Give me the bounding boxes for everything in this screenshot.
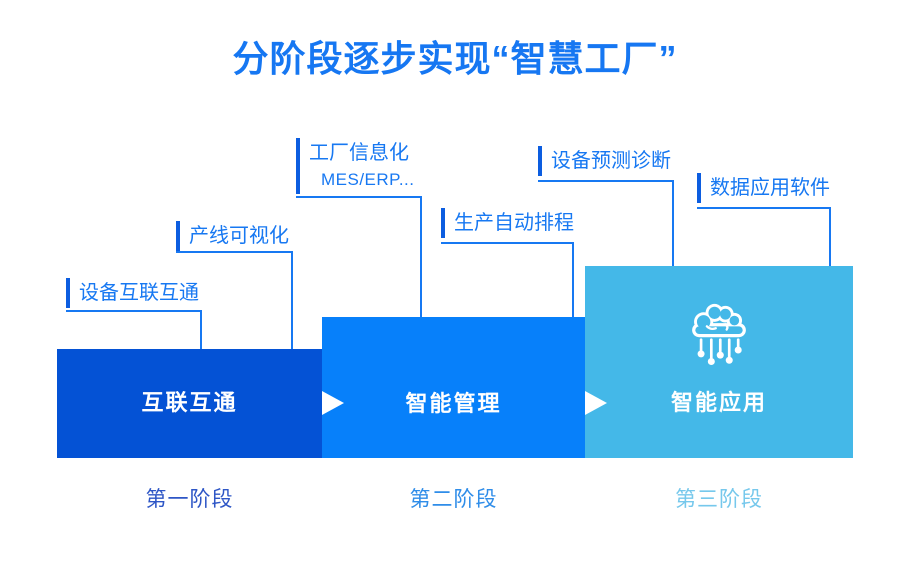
callout-connector-line <box>420 198 422 317</box>
arrow-right-icon <box>322 391 344 415</box>
stage-name: 智能管理 <box>405 391 502 416</box>
callout-label: 设备互联互通 <box>79 282 199 304</box>
callout-device-interconnection: 设备互联互通 <box>66 278 202 349</box>
accent-bar <box>538 146 542 176</box>
phase-label-2: 第二阶段 <box>409 488 498 511</box>
accent-bar <box>697 173 701 203</box>
callout-underline <box>296 196 422 198</box>
callout-underline <box>538 180 674 182</box>
callout-connector-line <box>829 209 831 266</box>
stage-name: 互联互通 <box>141 390 238 415</box>
accent-bar <box>296 138 300 194</box>
callout-predictive-diagnosis: 设备预测诊断 <box>538 146 674 266</box>
callout-label: 生产自动排程 <box>454 212 574 234</box>
callout-factory-informatization: 工厂信息化 MES/ERP... <box>296 138 422 317</box>
callout-underline <box>697 207 831 209</box>
callout-connector-line <box>672 182 674 266</box>
accent-bar <box>441 208 445 238</box>
accent-bar <box>176 221 180 251</box>
callout-auto-scheduling: 生产自动排程 <box>441 208 574 317</box>
callout-data-application-software: 数据应用软件 <box>697 173 831 266</box>
callout-label: 数据应用软件 <box>710 177 830 199</box>
stage-block-intelligent-application: 智能应用 <box>585 266 853 458</box>
callout-connector-line <box>291 253 293 349</box>
accent-bar <box>66 278 70 308</box>
phase-label-3: 第三阶段 <box>675 488 763 511</box>
callout-label: 产线可视化 <box>189 225 289 247</box>
page-title: 分阶段逐步实现“智慧工厂” <box>232 38 678 79</box>
callout-connector-line <box>200 312 202 349</box>
callout-line-visualization: 产线可视化 <box>176 221 293 349</box>
callout-connector-line <box>572 244 574 317</box>
callout-underline <box>441 242 574 244</box>
stage-block-interconnection: 互联互通 <box>57 349 322 458</box>
cloud-iot-icon <box>692 303 746 366</box>
callout-label: 工厂信息化 <box>309 142 409 164</box>
callout-underline <box>176 251 293 253</box>
phase-label-1: 第一阶段 <box>145 488 234 511</box>
stage-block-intelligent-management: 智能管理 <box>322 317 585 458</box>
callout-label: 设备预测诊断 <box>551 150 671 172</box>
stage-name: 智能应用 <box>670 390 767 415</box>
callout-underline <box>66 310 202 312</box>
callout-sublabel: MES/ERP... <box>321 170 415 189</box>
arrow-right-icon <box>585 391 607 415</box>
